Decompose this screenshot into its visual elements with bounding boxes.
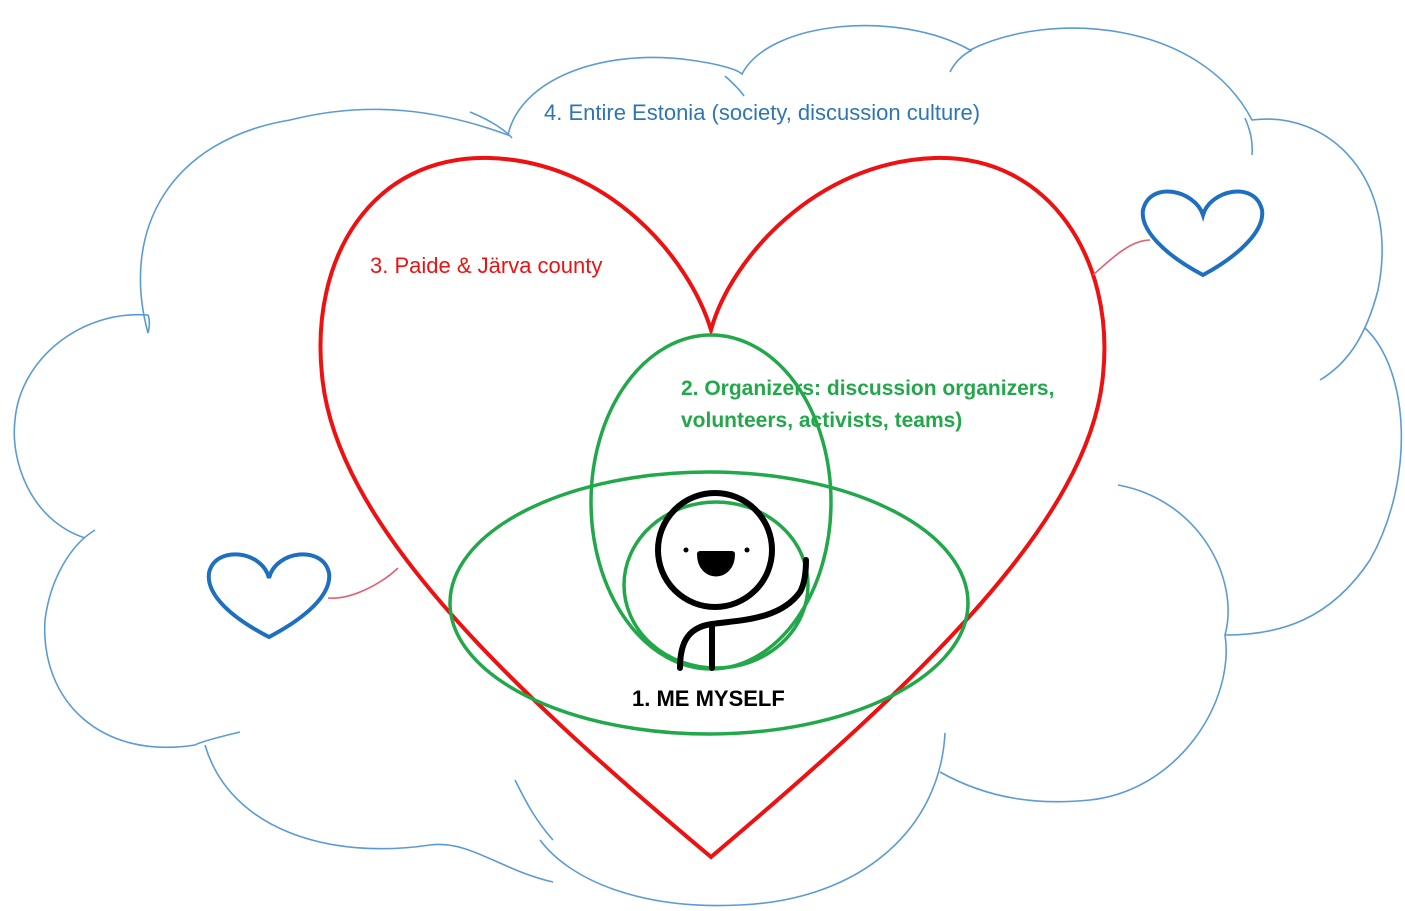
waving-arm bbox=[709, 557, 809, 627]
small-heart-icon bbox=[206, 552, 332, 640]
cloud-shape bbox=[13, 24, 1403, 907]
label-level-1: 1. ME MYSELF bbox=[632, 686, 785, 711]
label-level-4: 4. Entire Estonia (society, discussion c… bbox=[544, 100, 981, 125]
small-heart-icon bbox=[1140, 189, 1265, 278]
label-level-2-line-2: volunteers, activists, teams) bbox=[681, 409, 963, 432]
connector-left bbox=[327, 567, 399, 599]
label-level-2-line-1: 2. Organizers: discussion organizers, bbox=[681, 377, 1055, 400]
stick-figure-icon bbox=[655, 490, 809, 671]
connector-right bbox=[1092, 239, 1151, 276]
label-level-2: 2. Organizers: discussion organizers, vo… bbox=[681, 373, 1054, 437]
label-level-3: 3. Paide & Järva county bbox=[370, 253, 603, 278]
mouth bbox=[697, 551, 735, 577]
big-heart-shape bbox=[318, 155, 1107, 860]
left-eye bbox=[683, 547, 689, 553]
ellipse-horizontal bbox=[448, 470, 970, 736]
head bbox=[655, 490, 775, 610]
body-left bbox=[677, 621, 715, 671]
ellipse-inner bbox=[622, 500, 810, 670]
right-eye bbox=[744, 547, 750, 553]
